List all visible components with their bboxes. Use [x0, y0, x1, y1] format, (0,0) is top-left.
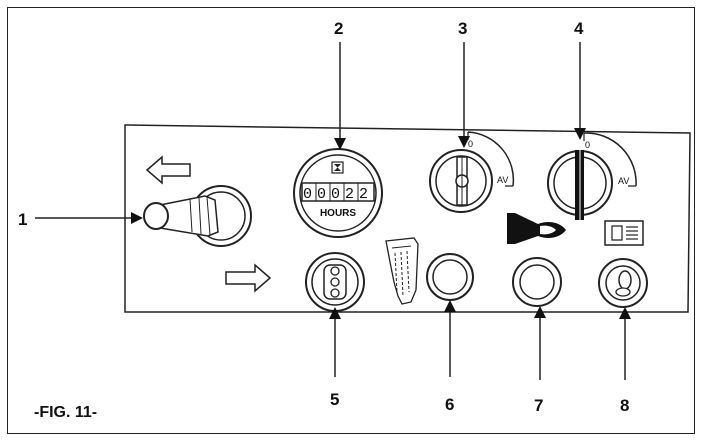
- hourglass-icon: [331, 161, 344, 174]
- callout-4: 4: [574, 19, 584, 38]
- callout-8: 8: [620, 396, 629, 415]
- arrow-left-icon: [145, 155, 191, 185]
- push-button-6[interactable]: [426, 253, 474, 301]
- arrow-right-icon: [225, 263, 272, 293]
- callout-2: 2: [334, 19, 343, 38]
- hour-meter-reading: 00022: [303, 186, 373, 203]
- figure-frame: [7, 7, 695, 434]
- callout-6: 6: [445, 395, 454, 414]
- key-switch-4-on-label: AV: [618, 176, 629, 186]
- callout-5: 5: [330, 390, 339, 409]
- key-switch-4-off-label: 0: [585, 140, 590, 150]
- callout-leaders: [35, 42, 631, 380]
- key-icon: [455, 156, 469, 206]
- hour-meter-unit: HOURS: [320, 208, 356, 219]
- key-switch-3-on-label: AV: [497, 175, 508, 185]
- figure-label: -FIG. 11-: [34, 404, 97, 421]
- fuel-glow-icon: [385, 237, 419, 305]
- hour-meter: 00022 HOURS: [293, 148, 383, 238]
- selector-switch-5[interactable]: [305, 252, 365, 312]
- callout-7: 7: [534, 396, 543, 415]
- key-switch-3-off-label: 0: [468, 139, 473, 149]
- callout-1: 1: [18, 210, 27, 229]
- key-switch-4[interactable]: 0 AV: [547, 132, 637, 220]
- light-toggle-switch-8[interactable]: [598, 258, 648, 308]
- horn-button-7[interactable]: [512, 257, 562, 307]
- joystick-lever[interactable]: [143, 185, 252, 247]
- callout-3: 3: [458, 19, 467, 38]
- horn-icon: [507, 213, 566, 244]
- headlight-icon: [604, 220, 644, 246]
